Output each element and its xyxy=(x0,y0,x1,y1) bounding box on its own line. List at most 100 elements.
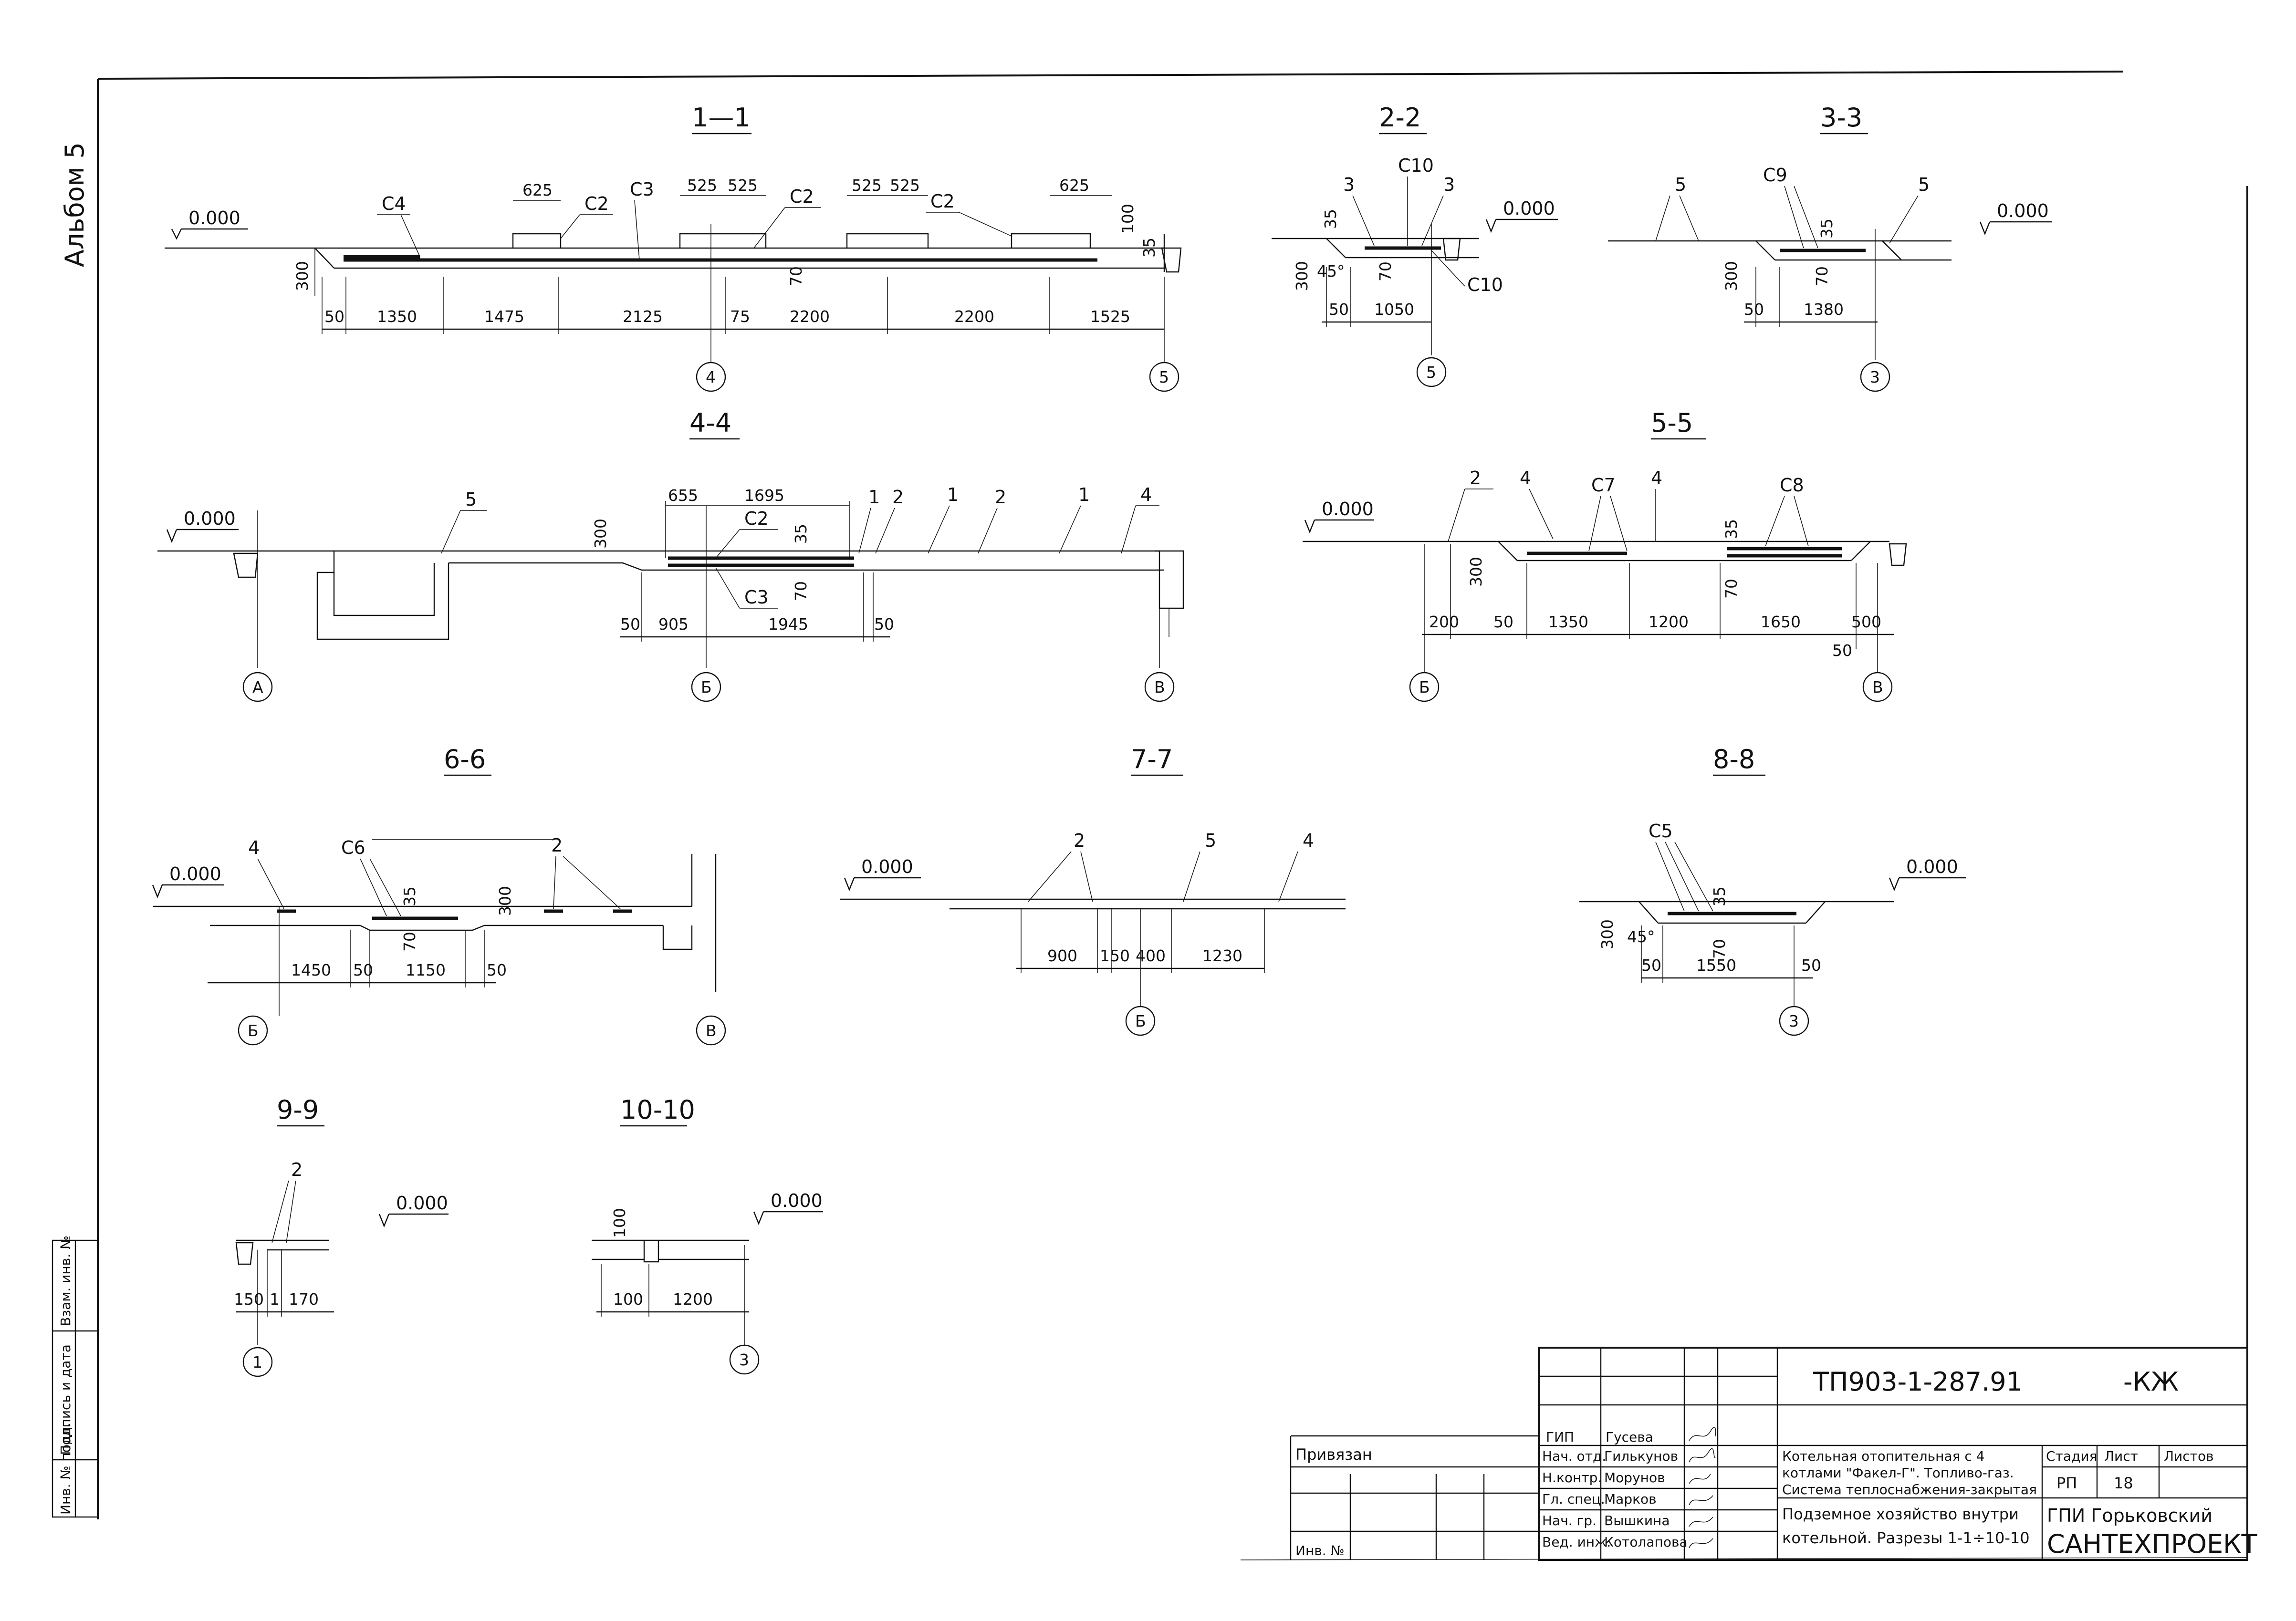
section-10-10: 10-10 0.000 100 100 1200 3 xyxy=(592,1095,823,1375)
axis-bubble: В xyxy=(706,1021,717,1040)
dim-70: 70 xyxy=(400,932,419,952)
top-dim: 625 xyxy=(1059,176,1089,195)
drawing-mark: -КЖ xyxy=(2123,1367,2179,1397)
dim: 150 xyxy=(234,1290,264,1309)
rebar-label: 4 xyxy=(1651,468,1662,488)
section-6-6: 6-6 0.000 35 300 70 4 С6 2 1450 50 xyxy=(152,744,726,1046)
top-dim: 525 xyxy=(687,176,717,195)
privyazan-label: Привязан xyxy=(1295,1445,1372,1464)
dim-35: 35 xyxy=(400,886,419,906)
axis-bubble: Б xyxy=(701,678,712,696)
section-9-9: 9-9 0.000 2 150 1 170 1 xyxy=(234,1095,449,1377)
rebar-label: 2 xyxy=(892,487,904,508)
section-title: 2-2 xyxy=(1379,103,1421,133)
rebar-label: С6 xyxy=(341,837,365,858)
axis-bubble: 5 xyxy=(1159,368,1169,386)
rebar-label: С2 xyxy=(790,186,814,207)
section-title: 1—1 xyxy=(692,103,751,133)
section-title: 8-8 xyxy=(1713,744,1755,774)
dim: 1150 xyxy=(406,961,446,979)
level-mark: 0.000 xyxy=(1322,499,1374,520)
org-line: САНТЕХПРОЕКТ xyxy=(2047,1529,2257,1559)
dim-70: 70 xyxy=(792,581,810,601)
axis-bubble: В xyxy=(1872,678,1883,696)
rebar-label: С10 xyxy=(1467,274,1503,295)
role-label: Нач. гр. xyxy=(1542,1513,1597,1528)
dim: 1350 xyxy=(1548,613,1588,631)
stamp-vzam-inv: Взам. инв. № xyxy=(58,1236,73,1326)
person-name: Морунов xyxy=(1604,1470,1665,1486)
rebar-label: 5 xyxy=(1675,174,1686,195)
dim: 1 xyxy=(270,1290,280,1309)
dim: 50 xyxy=(1641,956,1661,975)
dim-70: 70 xyxy=(1722,579,1741,599)
dim-70: 70 xyxy=(1813,266,1831,286)
top-dim: 525 xyxy=(728,176,758,195)
rebar-label: 2 xyxy=(291,1159,303,1180)
person-name: Гусева xyxy=(1606,1429,1653,1445)
dim-300: 300 xyxy=(1467,557,1485,587)
section-title: 10-10 xyxy=(620,1095,695,1125)
rebar-label: 3 xyxy=(1343,174,1355,195)
section-8-8: 8-8 0.000 300 45° 35 70 С5 50 1550 50 3 xyxy=(1579,744,1966,1036)
section-4-4: 4-4 0.000 300 35 70 655 1695 5 С2 С3 1 2 xyxy=(157,408,1184,702)
stage-label: Стадия xyxy=(2046,1448,2097,1464)
rebar-label: 2 xyxy=(551,835,563,856)
stamp-inv-podl: Инв. № подл. xyxy=(58,1423,73,1515)
level-mark: 0.000 xyxy=(188,208,240,229)
project-line: Система теплоснабжения-закрытая xyxy=(1782,1482,2037,1497)
dim: 1650 xyxy=(1761,613,1801,631)
signatures xyxy=(1689,1427,1716,1548)
rebar-label: 2 xyxy=(1470,468,1481,488)
dim-300: 300 xyxy=(1293,261,1311,291)
dim-300: 300 xyxy=(293,261,312,291)
sheet-value: 18 xyxy=(2114,1474,2133,1492)
dim: 50 xyxy=(1744,300,1764,319)
axis-bubble: 5 xyxy=(1426,363,1436,382)
rebar-label: 5 xyxy=(1205,830,1216,851)
rebar-label: С10 xyxy=(1398,155,1434,176)
axis-bubble: 3 xyxy=(1789,1012,1799,1030)
rebar-label: 2 xyxy=(995,487,1006,508)
dim: 50 xyxy=(874,615,894,634)
project-line: Котельная отопительная с 4 xyxy=(1782,1448,1984,1464)
dim-70: 70 xyxy=(787,266,805,286)
title-block: ТП903-1-287.91 -КЖ Привязан Инв. № ГИП Н… xyxy=(1290,1347,2257,1561)
level-mark: 0.000 xyxy=(861,856,913,877)
dim: 400 xyxy=(1136,946,1166,965)
dim: 905 xyxy=(658,615,689,634)
stage-value: РП xyxy=(2056,1474,2077,1492)
rebar-label: С2 xyxy=(584,193,609,214)
rebar-label: 1 xyxy=(868,487,880,508)
dim: 1525 xyxy=(1090,307,1130,326)
sheet-label: Лист xyxy=(2104,1448,2138,1464)
top-dim: 525 xyxy=(852,176,882,195)
section-title: 7-7 xyxy=(1131,744,1173,774)
dim: 100 xyxy=(613,1290,643,1309)
level-mark: 0.000 xyxy=(169,863,221,884)
dim: 2200 xyxy=(954,307,994,326)
role-label: Нач. отд. xyxy=(1542,1448,1606,1464)
dim: 50 xyxy=(620,615,640,634)
dim: 2125 xyxy=(623,307,663,326)
dim-70: 70 xyxy=(1710,939,1729,959)
album-label: Альбом 5 xyxy=(60,142,90,267)
dim: 200 xyxy=(1429,613,1459,631)
dim-35: 35 xyxy=(1140,238,1158,258)
sheet-frame xyxy=(97,71,2248,1560)
axis-bubble: Б xyxy=(1419,678,1430,696)
dim: 75 xyxy=(730,307,750,326)
sheet-title-line: Подземное хозяйство внутри xyxy=(1782,1505,2019,1523)
section-3-3: 3-3 0.000 300 35 70 5 С9 5 50 1380 3 xyxy=(1608,103,2052,392)
top-dim: 525 xyxy=(890,176,920,195)
dim: 1475 xyxy=(484,307,524,326)
rebar-label: 2 xyxy=(1074,830,1085,851)
dim-300: 300 xyxy=(1722,261,1741,291)
dim-35: 35 xyxy=(1321,209,1340,229)
person-name: Котолапова xyxy=(1604,1534,1688,1550)
rebar-label: 4 xyxy=(1520,468,1531,488)
section-title: 6-6 xyxy=(444,744,486,774)
level-mark: 0.000 xyxy=(1503,198,1555,219)
dim: 1050 xyxy=(1374,300,1414,319)
rebar-label: С3 xyxy=(744,587,769,608)
